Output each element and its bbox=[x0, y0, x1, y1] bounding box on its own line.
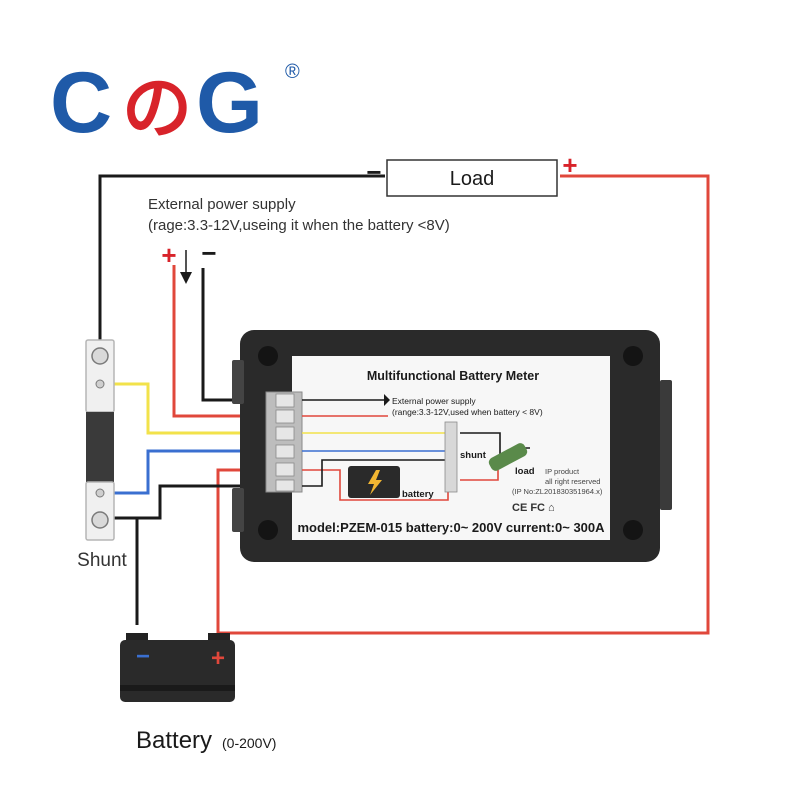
external-plus-sign: + bbox=[161, 240, 176, 270]
logo-letter-g: G bbox=[196, 55, 263, 151]
load-plus-sign: + bbox=[562, 150, 577, 180]
meter-ip-line2: all right reserved bbox=[545, 477, 600, 486]
mini-load-resistor-icon bbox=[488, 443, 528, 471]
external-minus-sign: − bbox=[201, 238, 216, 268]
meter-screw-bl-icon bbox=[258, 520, 278, 540]
lightning-icon bbox=[368, 470, 382, 495]
meter-screw-br-icon bbox=[623, 520, 643, 540]
mini-shunt-icon bbox=[444, 421, 458, 493]
shunt-screw-top-icon bbox=[95, 379, 105, 389]
battery-minus-sign: − bbox=[136, 643, 150, 670]
meter-ip-line1: IP product bbox=[545, 467, 580, 476]
battery-label: Battery bbox=[136, 727, 212, 754]
external-supply-line2: (rage:3.3-12V,useing it when the battery… bbox=[148, 217, 450, 234]
meter-load-label: load bbox=[515, 466, 535, 477]
wire-blue-shunt bbox=[110, 449, 276, 495]
terminal-block bbox=[265, 391, 303, 493]
meter-model-text: model:PZEM-015 battery:0~ 200V current:0… bbox=[297, 520, 605, 535]
meter-ext-line2: (range:3.3-12V,used when battery < 8V) bbox=[392, 407, 543, 417]
wire-red-load-plus bbox=[216, 174, 710, 635]
load-box: Load − + bbox=[366, 150, 578, 197]
shunt-bolt-bottom-icon bbox=[91, 511, 109, 529]
shunt-component: Shunt bbox=[77, 339, 128, 571]
brand-logo: C の G ® bbox=[50, 55, 300, 151]
meter-ip-line3: (IP No:ZL201830351964.x) bbox=[512, 487, 603, 496]
load-minus-sign: − bbox=[366, 157, 381, 187]
shunt-label: Shunt bbox=[77, 550, 127, 571]
wire-black-load-minus bbox=[98, 174, 385, 345]
battery-range: (0-200V) bbox=[222, 735, 276, 751]
shunt-bolt-top-icon bbox=[91, 347, 109, 365]
mini-battery-icon bbox=[348, 466, 400, 498]
wires bbox=[98, 174, 710, 635]
registered-mark: ® bbox=[285, 61, 300, 83]
meter-screw-tr-icon bbox=[623, 346, 643, 366]
meter-screw-tl-icon bbox=[258, 346, 278, 366]
load-label: Load bbox=[450, 168, 495, 190]
logo-no-glyph: の bbox=[122, 69, 192, 147]
external-supply-line1: External power supply bbox=[148, 196, 296, 213]
mini-arrow-icon bbox=[384, 394, 390, 406]
meter-ext-line1: External power supply bbox=[392, 396, 476, 406]
battery-plus-sign: + bbox=[211, 645, 225, 672]
meter-device: Multifunctional Battery Meter External p… bbox=[232, 330, 672, 562]
down-arrow-icon bbox=[180, 272, 192, 284]
meter-title: Multifunctional Battery Meter bbox=[367, 369, 539, 383]
external-supply-note: External power supply (rage:3.3-12V,usei… bbox=[148, 196, 450, 284]
meter-shunt-label: shunt bbox=[460, 450, 487, 461]
wire-yellow-shunt bbox=[108, 382, 276, 435]
battery-component: − + Battery (0-200V) bbox=[120, 633, 276, 754]
shunt-screw-bottom-icon bbox=[95, 488, 105, 498]
certification-marks: CE FC ⌂ bbox=[512, 502, 555, 514]
meter-battery-label: battery bbox=[402, 489, 434, 500]
logo-letter-c: C bbox=[50, 55, 112, 151]
